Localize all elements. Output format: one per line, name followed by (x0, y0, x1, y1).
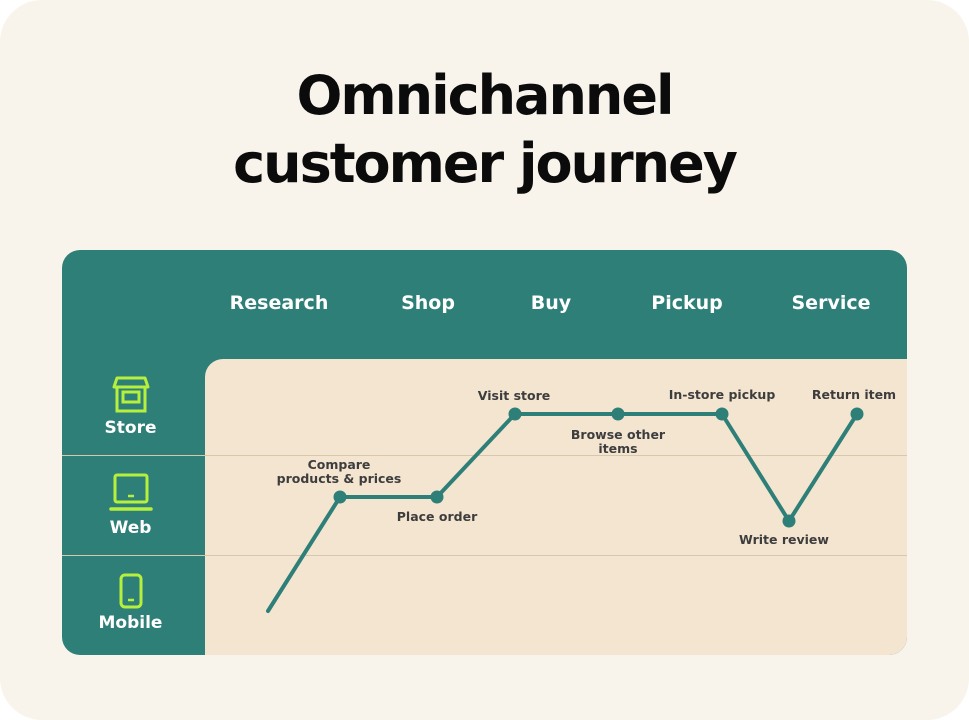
stage-pickup: Pickup (651, 292, 723, 314)
journey-board: Research Shop Buy Pickup Service Store W… (62, 250, 907, 655)
laptop-icon (108, 473, 153, 511)
journey-path-diagram (266, 407, 864, 613)
phone-icon (119, 573, 142, 609)
journey-grid (205, 359, 907, 655)
page-title-line-1: Omnichannel (296, 64, 674, 127)
page-title-line-2: customer journey (233, 132, 738, 195)
journey-line (266, 412, 859, 613)
step-dot-review (782, 514, 796, 528)
step-dot-browse (611, 407, 625, 421)
stage-research: Research (229, 292, 329, 314)
channel-label-mobile: Mobile (98, 613, 163, 633)
channel-label-web: Web (109, 518, 152, 538)
step-dot-visit-store (508, 407, 522, 421)
stage-shop: Shop (401, 292, 455, 314)
channel-store: Store (62, 374, 199, 438)
step-label-pickup: In-store pickup (668, 387, 776, 402)
channel-label-store: Store (104, 418, 157, 438)
step-label-compare: Compare products & prices (276, 457, 402, 486)
stage-buy: Buy (530, 292, 572, 314)
step-dot-return (850, 407, 864, 421)
step-dot-pickup (715, 407, 729, 421)
step-label-return: Return item (811, 387, 897, 402)
channel-web: Web (62, 472, 199, 538)
step-label-visit-store: Visit store (477, 388, 551, 403)
stage-service: Service (791, 292, 871, 314)
step-dot-place-order (430, 490, 444, 504)
store-icon (112, 376, 149, 413)
step-label-review: Write review (739, 532, 829, 547)
channel-mobile: Mobile (62, 573, 199, 633)
step-label-browse: Browse other items (570, 427, 666, 456)
row-separator (62, 555, 907, 556)
step-label-place-order: Place order (396, 509, 478, 524)
step-dot-compare (333, 490, 347, 504)
row-separator (62, 455, 907, 456)
